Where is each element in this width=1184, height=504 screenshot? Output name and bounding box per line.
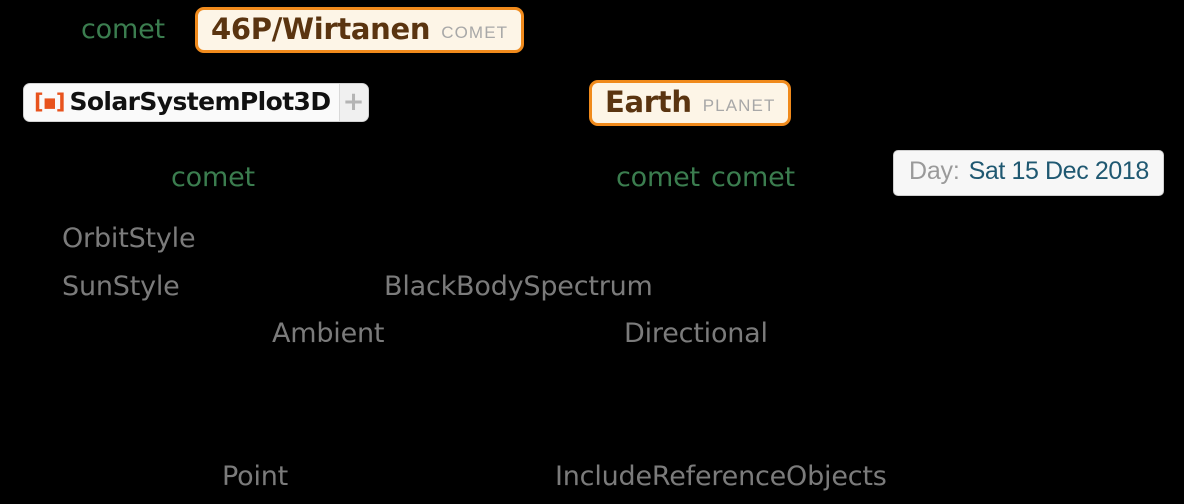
option-directional: Directional: [624, 318, 768, 349]
symbol-comet-line3-left: comet: [171, 162, 255, 193]
entity-type-label: COMET: [441, 23, 509, 42]
entity-planet-earth[interactable]: Earth PLANET: [589, 80, 792, 126]
day-label: Day:: [909, 157, 960, 185]
option-ambient: Ambient: [272, 318, 385, 349]
entity-name: Earth: [605, 85, 692, 119]
entity-type-label: PLANET: [702, 96, 776, 115]
resource-function-main[interactable]: [▪] SolarSystemPlot3D: [24, 84, 339, 121]
symbol-comet-line1: comet: [81, 14, 165, 45]
resource-function-icon: [▪]: [34, 89, 65, 114]
option-point: Point: [222, 461, 289, 492]
option-orbitstyle: OrbitStyle: [62, 223, 196, 254]
day-value[interactable]: Sat 15 Dec 2018: [968, 157, 1150, 185]
entity-comet-46p-wirtanen[interactable]: 46P/Wirtanen COMET: [195, 7, 525, 53]
symbol-comet-line3-mid2: comet: [711, 162, 795, 193]
option-sunstyle: SunStyle: [62, 271, 180, 302]
entity-name: 46P/Wirtanen: [211, 12, 431, 46]
option-blackbodyspectrum: BlackBodySpectrum: [384, 271, 653, 302]
resource-function-solarsystemplot3d[interactable]: [▪] SolarSystemPlot3D +: [23, 83, 369, 122]
symbol-comet-line3-mid1: comet: [616, 162, 700, 193]
day-control[interactable]: Day: Sat 15 Dec 2018: [893, 150, 1164, 196]
plus-icon[interactable]: +: [338, 84, 368, 121]
resource-function-label: SolarSystemPlot3D: [69, 87, 331, 116]
option-includereferenceobjects: IncludeReferenceObjects: [555, 461, 887, 492]
